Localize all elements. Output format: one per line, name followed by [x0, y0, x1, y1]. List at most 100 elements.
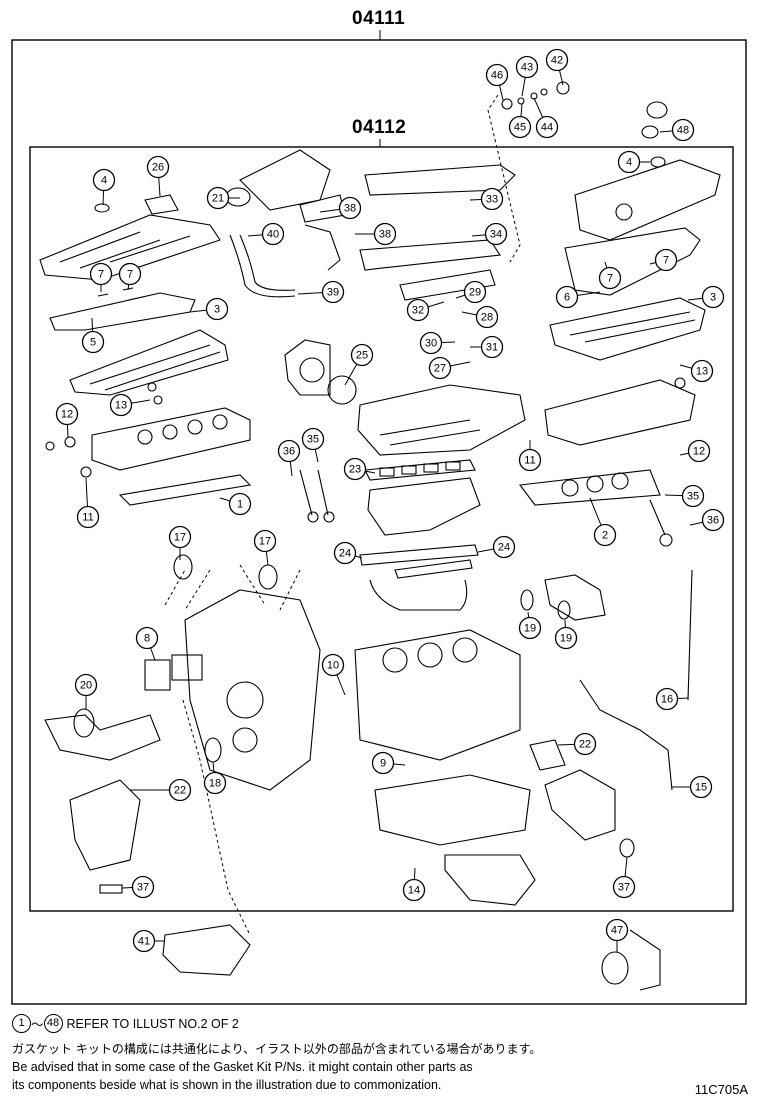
- callout-part-3: 3: [205, 297, 229, 321]
- callout-part-41: 41: [132, 929, 156, 953]
- ref-text: REFER TO ILLUST NO.2 OF 2: [66, 1016, 239, 1031]
- callout-circle: [518, 616, 542, 640]
- english-note-line1: Be advised that in some case of the Gask…: [12, 1060, 473, 1074]
- callout-number: 10: [327, 660, 339, 672]
- callout-circle: [338, 196, 362, 220]
- callout-number: 1: [237, 499, 243, 511]
- callout-part-24: 24: [492, 535, 516, 559]
- callout-circle: [131, 875, 155, 899]
- callout-part-45: 45: [508, 115, 532, 139]
- callout-circle: [687, 439, 711, 463]
- callout-part-28: 28: [475, 305, 499, 329]
- callout-part-19: 19: [554, 626, 578, 650]
- outer-kit-number: 04111: [352, 8, 406, 29]
- callout-number: 14: [408, 885, 420, 897]
- callout-circle: [109, 393, 133, 417]
- ref-end-number: 48: [43, 1014, 63, 1033]
- callout-number: 4: [626, 157, 632, 169]
- callout-part-7: 7: [654, 248, 678, 272]
- callout-number: 35: [307, 434, 319, 446]
- callout-number: 11: [524, 455, 535, 467]
- callout-part-35: 35: [301, 427, 325, 451]
- callout-circle: [573, 732, 597, 756]
- callout-part-39: 39: [321, 280, 345, 304]
- callout-number: 15: [695, 782, 707, 794]
- callout-part-25: 25: [350, 343, 374, 367]
- callout-part-2: 2: [593, 523, 617, 547]
- callout-number: 16: [661, 694, 673, 706]
- callout-circle: [598, 266, 622, 290]
- callout-number: 3: [710, 292, 716, 304]
- callout-circle: [333, 541, 357, 565]
- callout-circle: [261, 222, 285, 246]
- callout-number: 6: [564, 292, 570, 304]
- callout-part-15: 15: [689, 775, 713, 799]
- callout-number: 33: [486, 194, 498, 206]
- inner-kit-frame: [29, 146, 734, 912]
- callout-number: 44: [541, 122, 553, 134]
- reference-note: 1 ～ 48 REFER TO ILLUST NO.2 OF 2: [12, 1014, 239, 1033]
- callout-part-47: 47: [605, 918, 629, 942]
- callout-circle: [554, 626, 578, 650]
- callout-number: 35: [687, 491, 699, 503]
- callout-part-48: 48: [671, 118, 695, 142]
- callout-number: 31: [486, 342, 498, 354]
- callout-part-44: 44: [535, 115, 559, 139]
- callout-circle: [518, 448, 542, 472]
- callout-number: 36: [707, 515, 719, 527]
- callout-part-17: 17: [253, 529, 277, 553]
- callout-circle: [74, 673, 98, 697]
- callout-part-18: 18: [203, 771, 227, 795]
- callout-number: 12: [61, 409, 73, 421]
- callout-part-40: 40: [261, 222, 285, 246]
- callout-number: 13: [696, 366, 708, 378]
- callout-part-4: 4: [617, 150, 641, 174]
- callout-circle: [701, 508, 725, 532]
- ref-tilde: ～: [31, 1018, 44, 1032]
- callout-circle: [206, 186, 230, 210]
- callout-number: 32: [412, 305, 424, 317]
- callout-part-1: 1: [228, 492, 252, 516]
- callout-number: 2: [602, 530, 608, 542]
- callout-circle: [655, 687, 679, 711]
- callout-circle: [555, 285, 579, 309]
- callout-part-19: 19: [518, 616, 542, 640]
- callout-circle: [485, 63, 509, 87]
- callout-circle: [132, 929, 156, 953]
- callout-part-13: 13: [690, 359, 714, 383]
- callout-number: 25: [356, 350, 368, 362]
- callout-circle: [617, 150, 641, 174]
- callout-circle: [350, 343, 374, 367]
- callout-number: 22: [579, 739, 591, 751]
- callout-circle: [168, 525, 192, 549]
- callout-part-4: 4: [92, 168, 116, 192]
- inner-kit-number: 04112: [352, 117, 407, 138]
- callout-circle: [253, 529, 277, 553]
- callout-part-23: 23: [343, 457, 367, 481]
- callout-number: 11: [82, 512, 93, 524]
- callout-circle: [371, 751, 395, 775]
- callout-part-7: 7: [598, 266, 622, 290]
- callout-number: 19: [524, 623, 536, 635]
- callout-number: 7: [98, 269, 104, 281]
- callout-part-24: 24: [333, 541, 357, 565]
- callout-number: 8: [144, 633, 150, 645]
- callout-number: 45: [514, 122, 526, 134]
- callout-number: 38: [344, 203, 356, 215]
- callout-circle: [690, 359, 714, 383]
- callout-part-14: 14: [402, 878, 426, 902]
- callout-circle: [402, 878, 426, 902]
- callout-number: 7: [127, 269, 133, 281]
- callout-part-36: 36: [701, 508, 725, 532]
- callout-circle: [492, 535, 516, 559]
- callout-number: 17: [174, 532, 186, 544]
- callout-part-9: 9: [371, 751, 395, 775]
- callout-circle: [535, 115, 559, 139]
- callout-circle: [168, 778, 192, 802]
- callout-part-6: 6: [555, 285, 579, 309]
- callout-part-46: 46: [485, 63, 509, 87]
- callout-part-27: 27: [428, 356, 452, 380]
- part-sketches: [39, 81, 721, 991]
- callout-part-7: 7: [89, 262, 113, 286]
